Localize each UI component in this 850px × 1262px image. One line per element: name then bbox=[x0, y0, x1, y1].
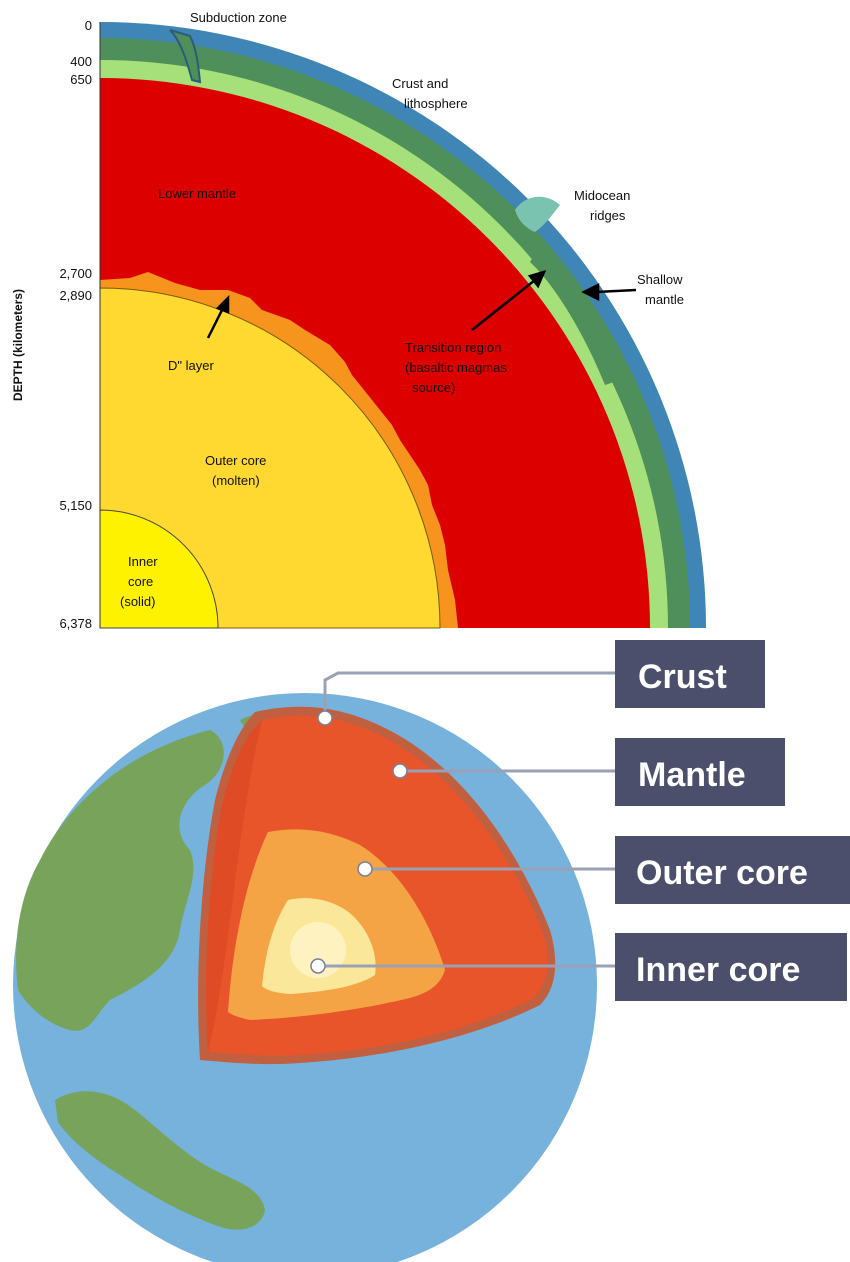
label-box-crust: Crust bbox=[615, 640, 765, 708]
label-outer-core: Outer core bbox=[636, 854, 808, 892]
arrow-shallow-mantle bbox=[581, 282, 637, 302]
leader-crust bbox=[323, 671, 615, 718]
inner-core-center bbox=[290, 922, 346, 978]
subduction-slab bbox=[169, 29, 202, 84]
tick-650: 650 bbox=[70, 72, 92, 87]
leader-dots bbox=[310, 710, 408, 974]
inner-core-layer bbox=[99, 509, 219, 629]
dot-crust bbox=[317, 710, 333, 726]
label-d-layer: D" layer bbox=[168, 358, 214, 373]
label-crust: Crust bbox=[638, 658, 727, 696]
cutaway-mantle-face bbox=[206, 720, 262, 1052]
shallow-mantle-strip bbox=[530, 250, 620, 385]
label-outer-core-1: Outer core bbox=[205, 453, 266, 468]
leaders bbox=[318, 671, 615, 968]
label-transition-1: Transition region bbox=[405, 340, 501, 355]
label-midocean-1: Midocean bbox=[574, 188, 630, 203]
y-axis-title: DEPTH (kilometers) bbox=[11, 289, 25, 401]
tick-5150: 5,150 bbox=[59, 498, 92, 513]
outer-core-layer bbox=[99, 287, 441, 629]
label-subduction-zone: Subduction zone bbox=[190, 10, 287, 25]
label-crust-2: lithosphere bbox=[404, 96, 468, 111]
globe bbox=[13, 693, 597, 1262]
label-inner-core-3: (solid) bbox=[120, 594, 155, 609]
label-inner-core-1: Inner bbox=[128, 554, 158, 569]
land-left bbox=[16, 730, 224, 1031]
dot-outer-core bbox=[357, 861, 373, 877]
label-midocean-2: ridges bbox=[590, 208, 626, 223]
label-crust-1: Crust and bbox=[392, 76, 448, 91]
label-box-outer-core: Outer core bbox=[615, 836, 850, 904]
dot-inner-core bbox=[310, 958, 326, 974]
tick-6378: 6,378 bbox=[59, 616, 92, 631]
label-outer-core-2: (molten) bbox=[212, 473, 260, 488]
label-box-inner-core: Inner core bbox=[615, 933, 847, 1001]
tick-2700: 2,700 bbox=[59, 266, 92, 281]
label-lower-mantle: Lower mantle bbox=[158, 186, 236, 201]
label-shallow-1: Shallow bbox=[637, 272, 683, 287]
dot-mantle bbox=[392, 763, 408, 779]
tick-2890: 2,890 bbox=[59, 288, 92, 303]
arrow-d-layer bbox=[206, 294, 230, 339]
label-transition-2: (basaltic magmas bbox=[405, 360, 507, 375]
tick-0: 0 bbox=[85, 18, 92, 33]
label-mantle: Mantle bbox=[638, 756, 746, 794]
arrow-transition bbox=[471, 270, 547, 331]
label-inner-core: Inner core bbox=[636, 951, 800, 989]
label-inner-core-2: core bbox=[128, 574, 153, 589]
tick-400: 400 bbox=[70, 54, 92, 69]
cross-section: 0 400 650 2,700 2,890 5,150 6,378 DEPTH … bbox=[11, 10, 706, 631]
label-box-mantle: Mantle bbox=[615, 738, 785, 806]
land-bottom bbox=[55, 1091, 265, 1230]
label-shallow-2: mantle bbox=[645, 292, 684, 307]
label-transition-3: source) bbox=[412, 380, 455, 395]
midocean-ridge bbox=[515, 196, 560, 232]
